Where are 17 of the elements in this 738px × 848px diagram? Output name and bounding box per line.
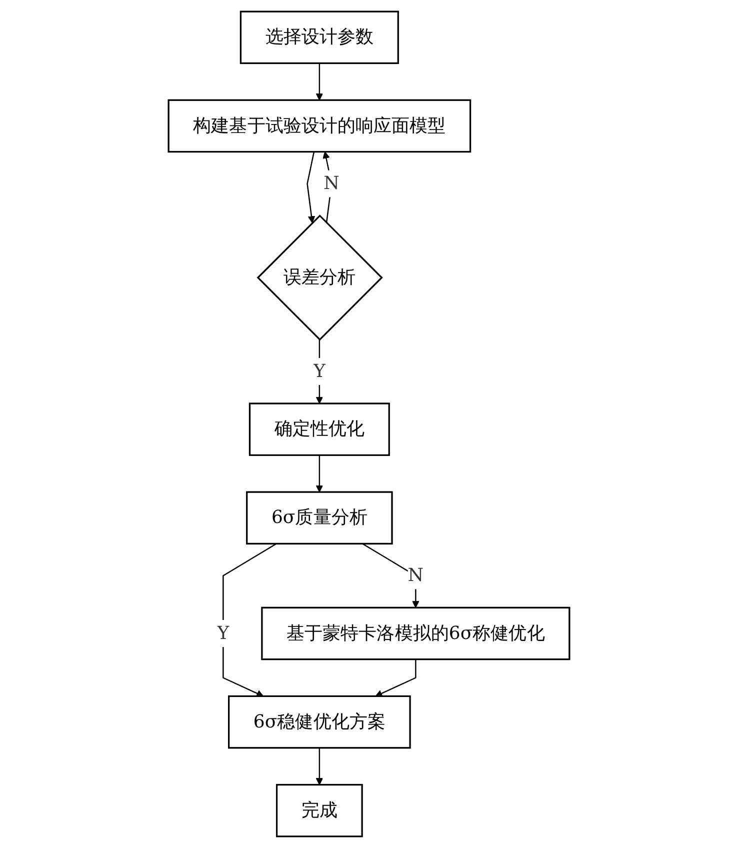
node-box: 6σ质量分析 bbox=[246, 491, 393, 545]
arrow bbox=[306, 152, 316, 224]
node-box: 构建基于试验设计的响应面模型 bbox=[168, 99, 472, 153]
arrow bbox=[375, 659, 416, 697]
node-diamond: 误差分析 bbox=[256, 214, 383, 341]
node-box: 确定性优化 bbox=[248, 402, 390, 456]
edge-label: Y bbox=[313, 361, 326, 382]
edge-label: Y bbox=[217, 623, 230, 644]
arrow bbox=[316, 63, 324, 100]
arrow bbox=[316, 748, 324, 786]
node-box: 选择设计参数 bbox=[240, 10, 399, 64]
node-box: 完成 bbox=[276, 784, 363, 838]
edge-label: N bbox=[324, 174, 340, 194]
arrow bbox=[316, 455, 324, 492]
edge-label: N bbox=[408, 565, 424, 586]
node-box: 基于蒙特卡洛模拟的6σ称健优化 bbox=[261, 606, 570, 660]
node-box: 6σ稳健优化方案 bbox=[228, 695, 411, 749]
